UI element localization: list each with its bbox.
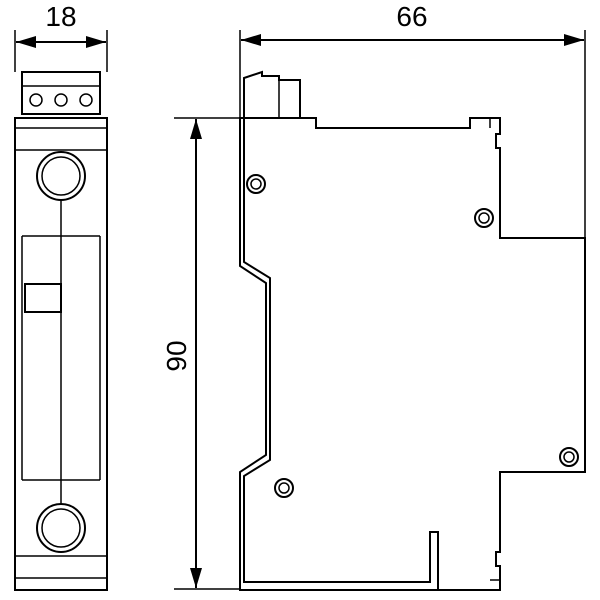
terminal-screw-1 [29,93,43,107]
front-lower-screw-inner [41,508,81,548]
front-body [14,117,108,591]
side-screw-2-inner [478,212,490,224]
front-width-label: 18 [45,1,76,32]
side-terminal [243,70,301,118]
side-screws [246,174,579,498]
front-toggle-handle [24,283,62,313]
side-body-outline [239,117,586,591]
side-screw-4-outer [274,478,294,498]
side-screw-1-inner [250,178,262,190]
front-lower-screw-outer [36,503,86,553]
side-depth-dimension: 66 [239,1,586,240]
side-screw-2-outer [474,208,494,228]
side-inner-profile [243,118,439,590]
front-view: 18 [14,1,108,591]
side-height-dimension: 90 [161,117,240,590]
terminal-screw-2 [54,93,68,107]
front-terminal-block [21,71,101,115]
side-screw-1-outer [246,174,266,194]
front-width-dimension: 18 [14,1,108,72]
side-screw-3-outer [559,447,579,467]
front-upper-screw-inner [41,156,81,196]
side-height-label: 90 [161,340,192,371]
terminal-screw-3 [79,93,93,107]
front-housing [14,117,108,591]
side-screw-3-inner [563,451,575,463]
front-upper-screw-outer [36,151,86,201]
side-screw-4-inner [278,482,290,494]
side-depth-label: 66 [396,1,427,32]
terminal-housing [21,71,101,115]
side-terminal-outline [243,70,301,118]
side-view: 66 90 [161,1,586,591]
